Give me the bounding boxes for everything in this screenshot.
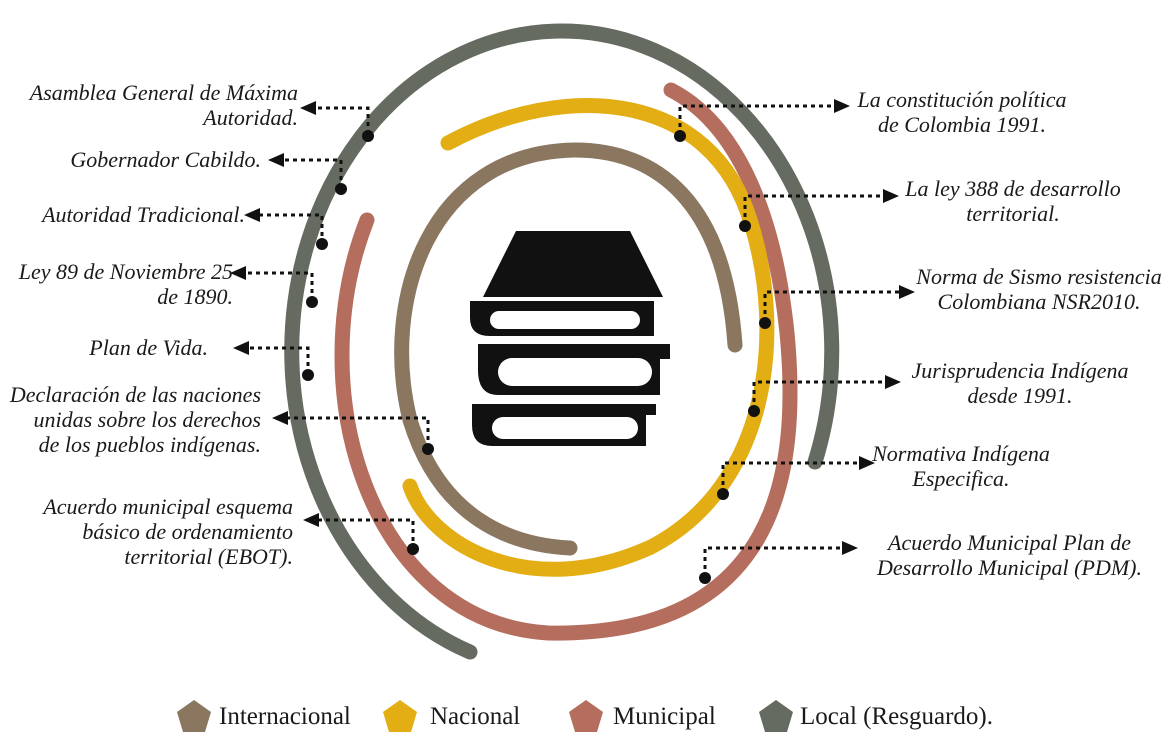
connector-left-1 [313,106,370,134]
label-ley-89: Ley 89 de Noviembre 25 de 1890. [18,259,233,309]
arrowhead-left-2 [268,153,284,167]
connector-right-6 [703,546,843,577]
dot-right-3 [759,317,771,329]
label-jurisprudencia-indigena: Jurisprudencia Indígena desde 1991. [911,358,1129,408]
dot-right-6 [699,572,711,584]
label-autoridad-tradicional: Autoridad Tradicional. [42,202,245,227]
arrowhead-left-5 [233,341,249,355]
dot-left-5 [302,369,314,381]
dot-right-5 [717,488,729,500]
arrowhead-right-2 [883,189,899,203]
connector-left-7 [318,518,415,549]
arrowhead-right-1 [834,99,850,113]
arrowhead-right-6 [842,541,858,555]
dot-right-4 [748,405,760,417]
label-acuerdo-municipal-pdm: Acuerdo Municipal Plan de Desarrollo Mun… [877,530,1142,580]
arc-internacional [394,142,743,556]
arrowhead-right-3 [899,285,915,299]
connector-right-2 [743,194,884,225]
connector-right-4 [752,380,886,410]
label-plan-de-vida: Plan de Vida. [89,335,208,360]
label-norma-nsr2010: Norma de Sismo resistencia Colombiana NS… [916,264,1162,314]
connector-left-3 [257,213,324,244]
right-dots [674,130,771,584]
legend-marker-local [759,700,793,732]
legend-marker-internacional [177,700,211,732]
label-constitucion-politica: La constitución política de Colombia 199… [857,87,1067,137]
arrowhead-left-3 [244,208,260,222]
connector-left-4 [240,271,314,301]
label-declaracion-naciones-unidas: Declaración de las naciones unidas sobre… [9,382,261,457]
arrowhead-left-7 [303,513,319,527]
dot-left-3 [316,238,328,250]
arc-local [284,23,840,660]
label-asamblea-general: Asamblea General de Máxima Autoridad. [29,80,298,130]
right-connectors [678,104,900,577]
arrowhead-left-6 [272,411,288,425]
legend-label-nacional: Nacional [430,703,521,730]
connector-right-3 [763,290,900,322]
left-connectors [240,106,430,549]
label-ley-388: La ley 388 de desarrollo territorial. [905,176,1121,226]
label-acuerdo-municipal-ebot: Acuerdo municipal esquema básico de orde… [43,494,293,569]
dot-right-2 [739,220,751,232]
dot-left-2 [335,183,347,195]
dot-left-7 [407,543,419,555]
arrowhead-left-1 [300,101,316,115]
left-dots [302,130,434,555]
connector-left-5 [243,346,310,374]
legend-marker-nacional [383,700,417,732]
label-normativa-indigena: Normativa Indígena Especifica. [872,441,1050,491]
connector-right-5 [721,461,860,493]
legend-marker-municipal [569,700,603,732]
dot-left-1 [362,130,374,142]
legend-label-local: Local (Resguardo). [800,703,993,730]
left-arrowheads [230,101,319,527]
arc-nacional [402,98,775,577]
connector-right-1 [678,104,835,135]
connector-left-6 [285,416,430,448]
legend-label-municipal: Municipal [613,703,716,730]
arrowhead-right-5 [859,456,875,470]
books-icon [470,231,670,446]
legend-markers [177,700,793,732]
right-arrowheads [834,99,915,555]
dot-right-1 [674,130,686,142]
connector-left-2 [282,158,343,188]
dot-left-6 [422,443,434,455]
legend-label-internacional: Internacional [219,703,351,730]
arrowhead-right-4 [885,375,901,389]
arrowhead-left-4 [230,266,246,280]
dot-left-4 [306,296,318,308]
label-gobernador-cabildo: Gobernador Cabildo. [70,147,261,172]
arc-municipal [334,82,798,641]
